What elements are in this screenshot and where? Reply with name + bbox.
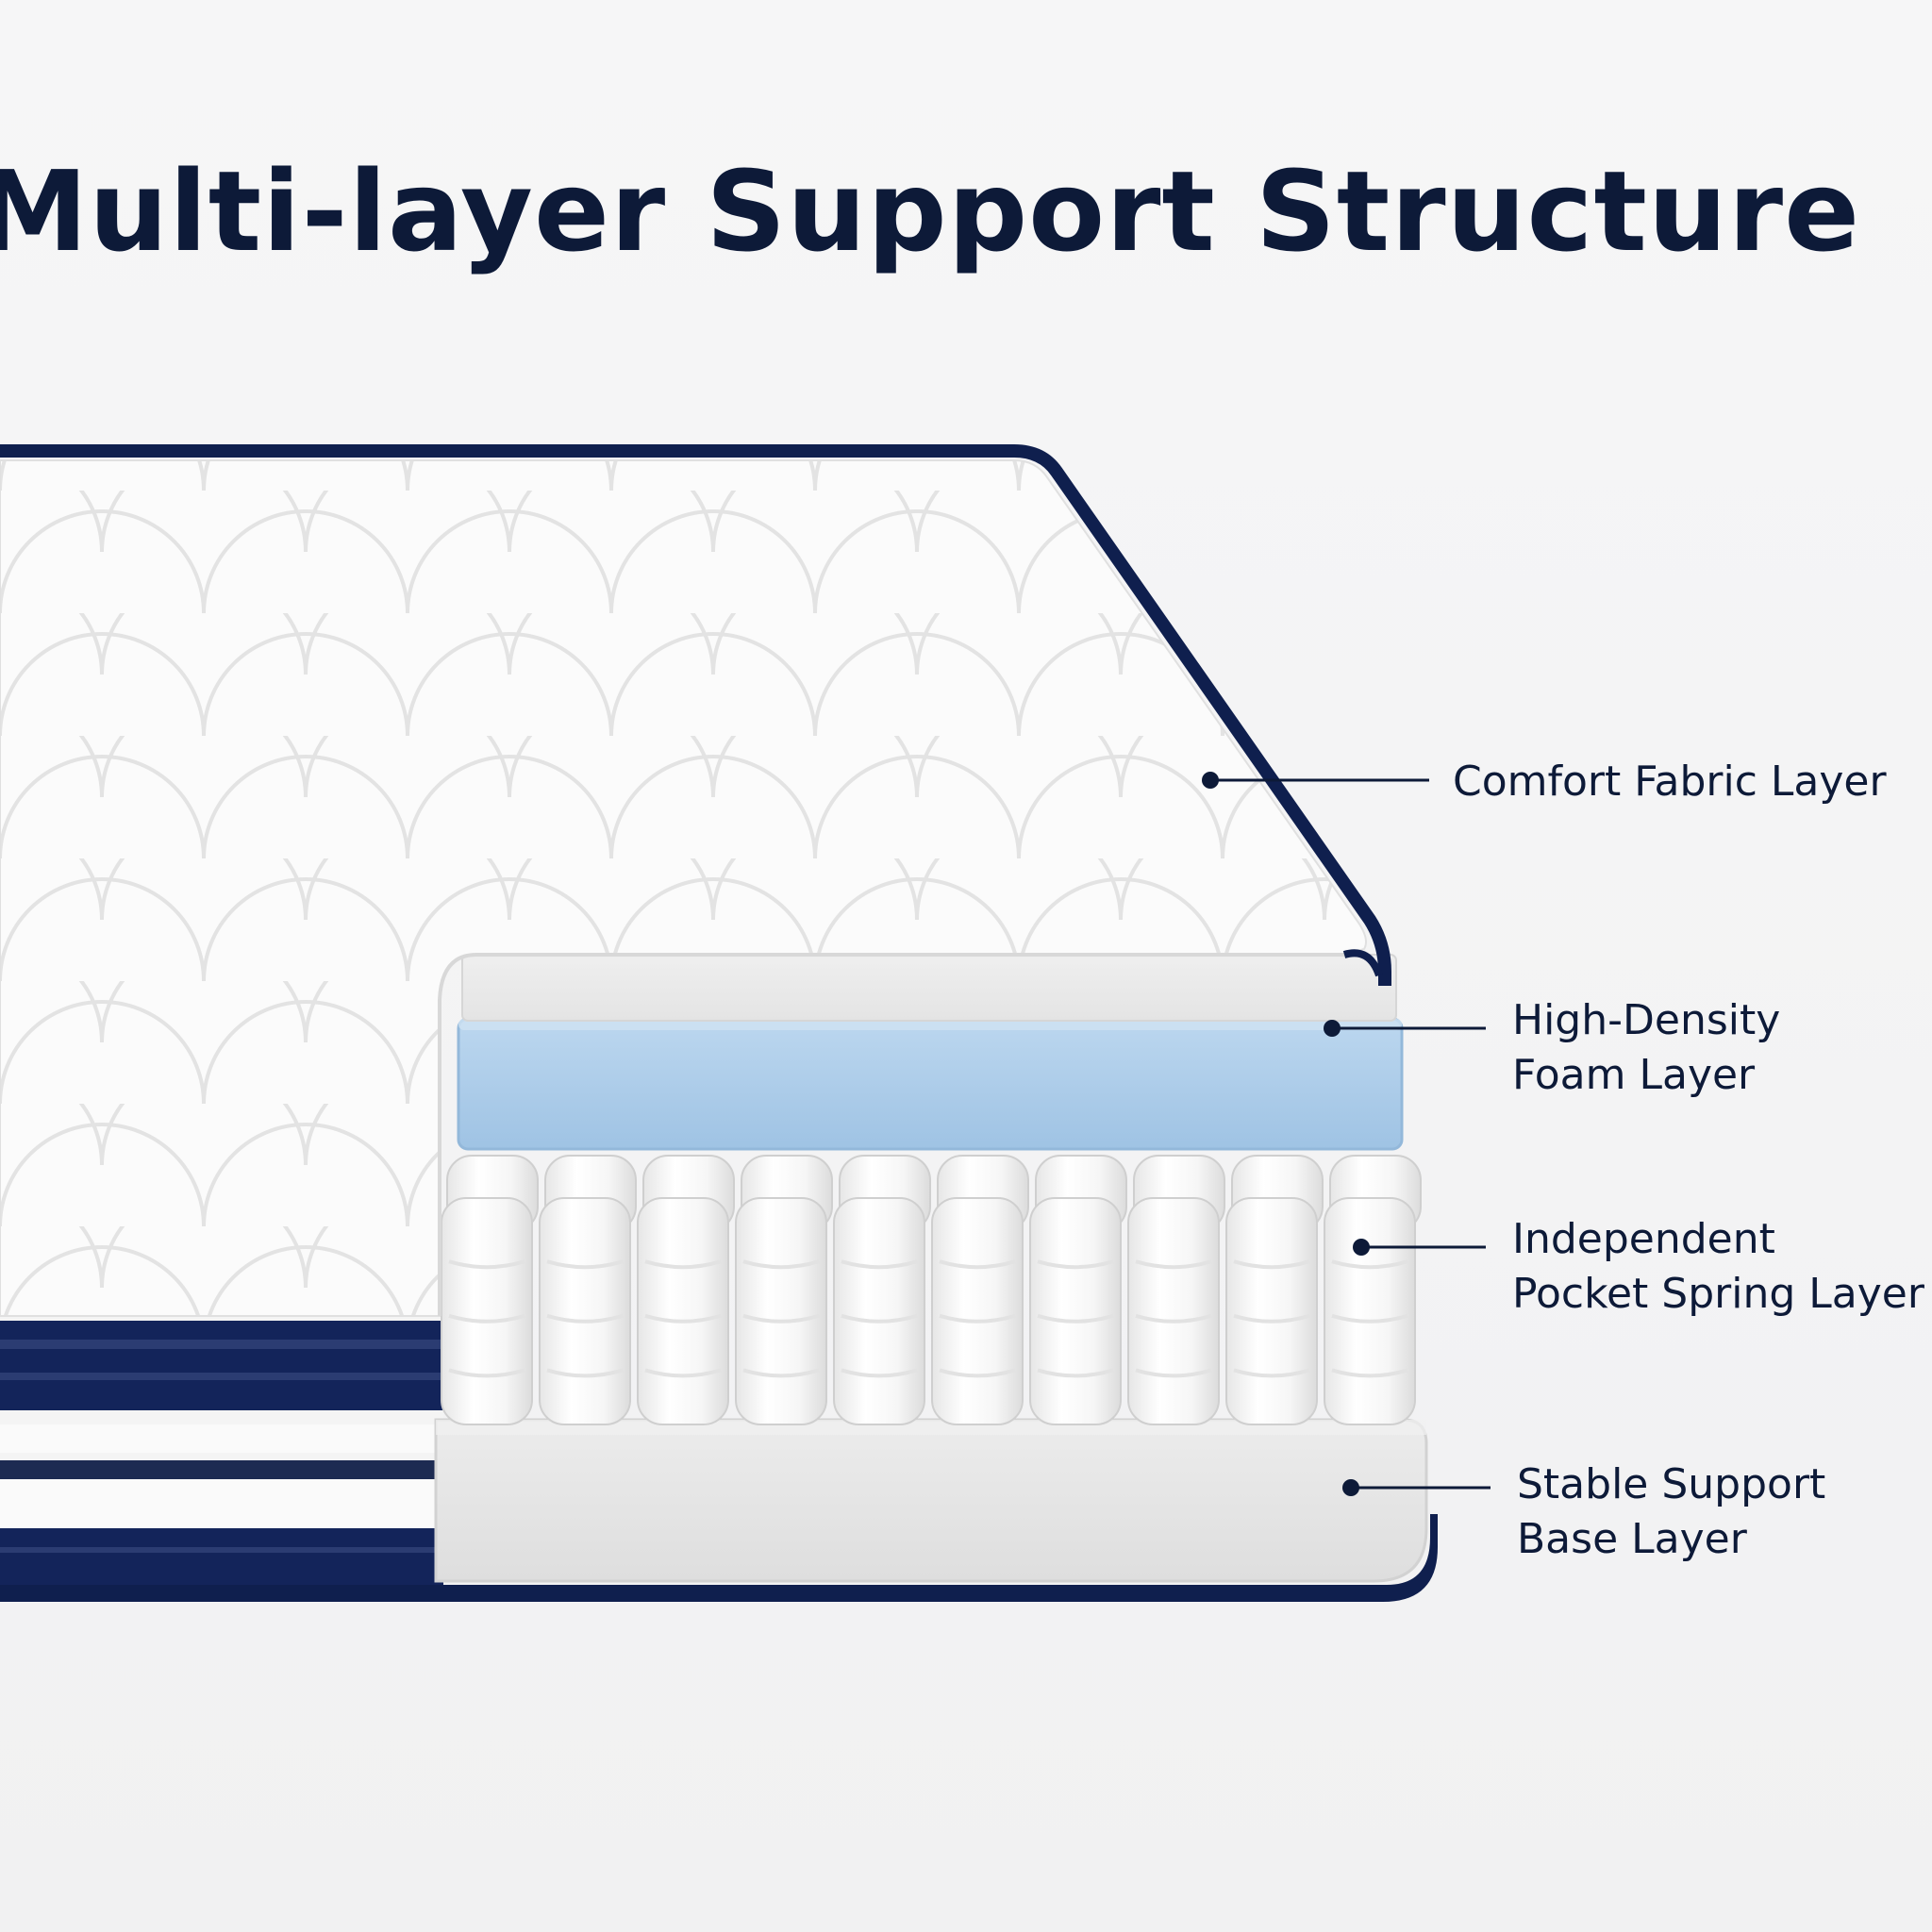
callout-text: Stable Support: [1517, 1460, 1826, 1508]
pocket-spring-layer: [441, 1155, 1422, 1425]
spring-seam: [742, 1313, 820, 1324]
pocket-spring: [833, 1197, 925, 1425]
callout-dot-base: [1342, 1479, 1359, 1496]
base-layer: [434, 1418, 1428, 1583]
spring-seam: [546, 1313, 624, 1324]
pocket-spring: [1225, 1197, 1318, 1425]
callout-dot-foam: [1324, 1020, 1341, 1037]
spring-seam: [939, 1313, 1016, 1324]
pocket-spring: [735, 1197, 827, 1425]
spring-seam: [448, 1259, 525, 1270]
mattress-side-band: [0, 1316, 443, 1599]
spring-seam: [939, 1368, 1016, 1378]
spring-seam: [1233, 1259, 1310, 1270]
spring-seam: [841, 1259, 918, 1270]
callout-label-comfort: Comfort Fabric Layer: [1453, 755, 1887, 809]
callout-text: High-Density: [1512, 996, 1781, 1044]
spring-seam: [1037, 1313, 1114, 1324]
spring-seam: [939, 1259, 1016, 1270]
pocket-spring: [637, 1197, 729, 1425]
base-piping: [0, 1514, 1438, 1602]
spring-seam: [644, 1259, 722, 1270]
spring-seam: [742, 1259, 820, 1270]
callout-text: Comfort Fabric Layer: [1453, 758, 1887, 806]
spring-seam: [1331, 1313, 1408, 1324]
spring-seam: [644, 1313, 722, 1324]
comfort-foam-layer: [461, 954, 1397, 1022]
pocket-spring: [1324, 1197, 1416, 1425]
spring-seam: [841, 1313, 918, 1324]
spring-seam: [1037, 1259, 1114, 1270]
callout-text: Foam Layer: [1512, 1051, 1756, 1099]
pocket-spring: [1127, 1197, 1220, 1425]
spring-seam: [1037, 1368, 1114, 1378]
spring-seam: [841, 1368, 918, 1378]
spring-seam: [546, 1259, 624, 1270]
spring-seam: [1233, 1313, 1310, 1324]
callout-text: Base Layer: [1517, 1515, 1747, 1563]
pocket-spring: [931, 1197, 1024, 1425]
callout-dot-springs: [1353, 1239, 1370, 1256]
pocket-spring: [539, 1197, 631, 1425]
spring-seam: [1233, 1368, 1310, 1378]
callout-text: Pocket Spring Layer: [1512, 1270, 1924, 1318]
foam-layer: [457, 1017, 1404, 1151]
pocket-spring: [1029, 1197, 1122, 1425]
pocket-spring: [441, 1197, 533, 1425]
callout-leaders: [1202, 772, 1491, 1496]
spring-seam: [448, 1368, 525, 1378]
callout-dot-comfort: [1202, 772, 1219, 789]
spring-seam: [1331, 1259, 1408, 1270]
page-title: Multi-layer Support Structure: [0, 146, 1861, 276]
spring-seam: [1135, 1368, 1212, 1378]
spring-seam: [1135, 1259, 1212, 1270]
spring-seam: [644, 1368, 722, 1378]
spring-seam: [1135, 1313, 1212, 1324]
spring-seam: [448, 1313, 525, 1324]
spring-seam: [1331, 1368, 1408, 1378]
spring-seam: [742, 1368, 820, 1378]
callout-text: Independent: [1512, 1215, 1775, 1263]
quilted-cover: [0, 444, 1391, 1317]
spring-seam: [546, 1368, 624, 1378]
